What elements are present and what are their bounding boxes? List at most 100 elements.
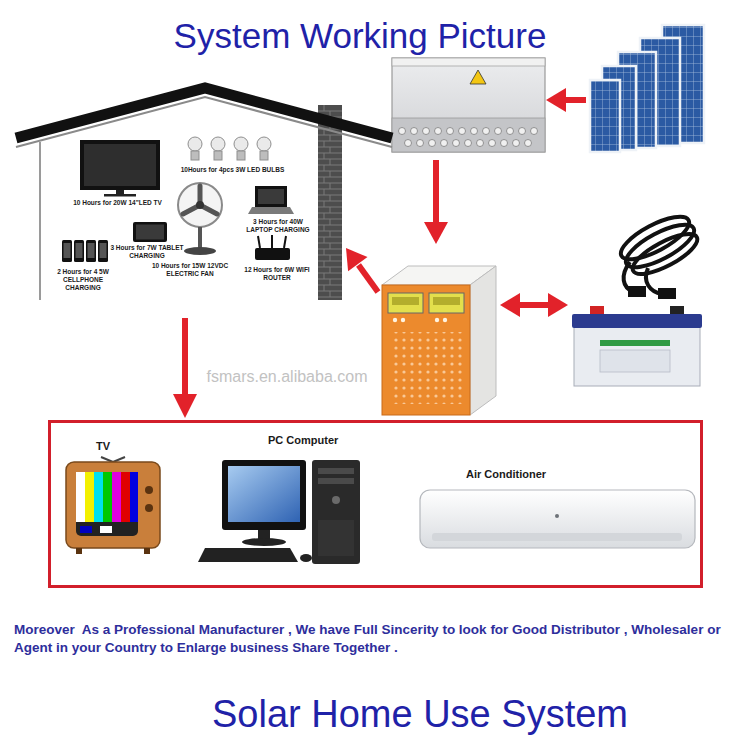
brick-joint [330, 255, 331, 261]
pc-computer-icon [242, 538, 286, 546]
cable-coils [630, 288, 644, 295]
combiner-box [470, 70, 486, 84]
cellphone-icons [100, 243, 107, 258]
brick-joint [330, 183, 331, 189]
combiner-box [411, 128, 418, 135]
retro-tv-icon [145, 486, 153, 494]
led-bulb-icons [188, 137, 271, 160]
cellphone-icons [98, 240, 108, 262]
inverter [382, 266, 496, 415]
cellphone-icons [64, 243, 71, 258]
brick-joint [324, 177, 325, 183]
brick-joint [330, 195, 331, 201]
laptop-icon [258, 189, 284, 204]
flow-arrow [359, 265, 379, 292]
brick-joint [324, 261, 325, 267]
wifi-router-icon [284, 236, 286, 248]
brick-joint [324, 249, 325, 255]
pc-computer-icon [318, 478, 354, 484]
led-bulb-icons [191, 151, 199, 160]
combiner-box [405, 140, 412, 147]
brick-wall [318, 105, 342, 300]
retro-tv-icon [100, 526, 112, 533]
brick-joint [330, 267, 331, 273]
brick-joint [324, 165, 325, 171]
brick-joint [330, 171, 331, 177]
retro-tv-icon [121, 472, 130, 522]
flow-arrow [548, 293, 568, 317]
brick-joint [330, 159, 331, 165]
tablet-icon [133, 222, 167, 242]
retro-tv-icon [145, 504, 153, 512]
flow-arrow [546, 88, 566, 112]
appliance-label: PC Computer [268, 434, 338, 447]
brick-joint [324, 213, 325, 219]
solar-panels [590, 25, 704, 152]
retro-tv-icon [66, 457, 160, 554]
wifi-router-icon [258, 236, 260, 248]
appliance-note: 12 Hours for 6W WIFI ROUTER [242, 266, 312, 282]
appliance-note: 3 Hours for 7W TABLET CHARGING [110, 244, 184, 260]
brick-joint [324, 153, 325, 159]
pc-computer-icon [300, 554, 312, 562]
laptop-icon [248, 207, 294, 214]
roof [16, 88, 392, 138]
led-tv-icon [116, 190, 124, 194]
retro-tv-icon [76, 472, 85, 522]
battery [600, 340, 670, 346]
led-bulb-icons [214, 151, 222, 160]
cellphone-icons [74, 240, 84, 262]
electric-fan-icon [196, 201, 204, 209]
diagram-title: System Working Picture [130, 16, 590, 56]
combiner-box [531, 128, 538, 135]
cellphone-icons [88, 243, 95, 258]
battery [572, 306, 702, 386]
retro-tv-icon [85, 472, 94, 522]
watermark: fsmars.en.alibaba.com [196, 367, 378, 387]
inverter [392, 297, 419, 305]
brick-wall [318, 105, 342, 300]
wifi-router-icon [271, 235, 273, 248]
laptop-icon [248, 186, 294, 214]
retro-tv-icon [112, 472, 121, 522]
brick-joint [330, 219, 331, 225]
combiner-box [392, 118, 545, 152]
combiner-box [507, 128, 514, 135]
led-bulb-icons [260, 151, 268, 160]
flow-arrow [433, 160, 439, 223]
appliance-note: 2 Hours for 4 5W CELLPHONE CHARGING [48, 268, 118, 292]
brick-joint [324, 225, 325, 231]
combiner-box [513, 140, 520, 147]
retro-tv-icon [76, 472, 138, 536]
appliance-note: 10Hours for 4pcs 3W LED BULBS [175, 166, 290, 174]
cellphone-icons [62, 240, 72, 262]
pc-computer-icon [222, 460, 306, 530]
retro-tv-icon [144, 548, 150, 554]
combiner-box [453, 140, 460, 147]
house-wall [39, 142, 41, 300]
combiner-box [459, 128, 466, 135]
flow-arrow [519, 302, 549, 308]
combiner-box [399, 128, 406, 135]
brick-joint [324, 273, 325, 279]
brick-joint [330, 135, 331, 141]
pc-computer-icon [318, 520, 354, 556]
load-box: TVPC ComputerAir Conditioner [48, 420, 703, 588]
pc-computer-icon [228, 466, 300, 522]
brick-joint [324, 237, 325, 243]
flow-arrow [424, 160, 448, 244]
led-bulb-icons [257, 137, 271, 151]
battery [600, 350, 670, 372]
appliance-note: 3 Hours for 40W LAPTOP CHARGING [240, 218, 316, 234]
cable-coils [615, 209, 702, 297]
brick-joint [324, 201, 325, 207]
brick-joint [330, 231, 331, 237]
led-bulb-icons [188, 137, 202, 151]
combiner-box [441, 140, 448, 147]
house-node: 10Hours for 4pcs 3W LED BULBS10 Hours fo… [12, 80, 396, 318]
appliance-label: TV [96, 440, 110, 453]
flow-arrow [346, 248, 378, 292]
combiner-box [429, 140, 436, 147]
inverter [401, 318, 405, 322]
retro-tv-icon [103, 472, 112, 522]
